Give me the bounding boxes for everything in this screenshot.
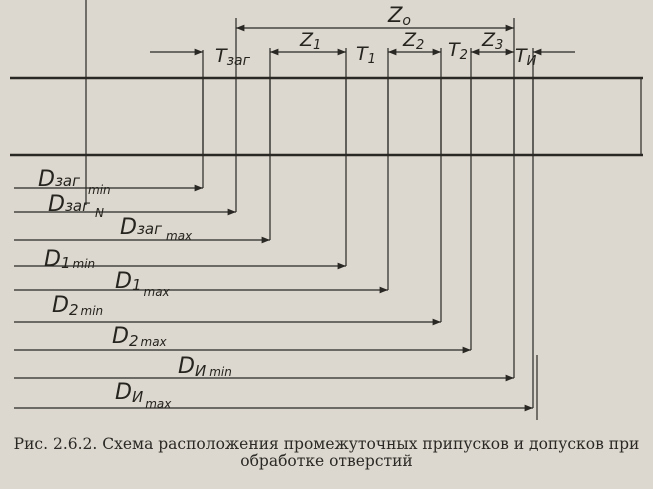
ti-label: TИ [515,45,537,69]
extension-lines [85,0,538,420]
caption-line-2: обработке отверстий [240,452,413,470]
zone-t2 [440,77,472,156]
workpiece-band [10,76,643,157]
figure-caption: Рис. 2.6.2. Схема расположения промежуто… [0,436,653,470]
zone-t1 [345,77,389,156]
z0-label: Zo [387,3,411,29]
t2-label: T2 [448,39,468,63]
tolerance-zones [202,77,534,156]
tzag-label: Tзаг [215,45,251,69]
caption-line-1: Рис. 2.6.2. Схема расположения промежуто… [13,435,640,453]
z3-label: Z3 [481,29,503,53]
z1-label: Z1 [299,29,321,53]
t1-label: T1 [356,43,376,67]
upper-dimension-chain: Tзаг Z1 T1 Z2 T2 Z3 TИ [150,29,575,69]
z2-label: Z2 [402,29,424,53]
zone-ti [513,77,534,156]
z0-dimension: Zo [236,3,514,32]
